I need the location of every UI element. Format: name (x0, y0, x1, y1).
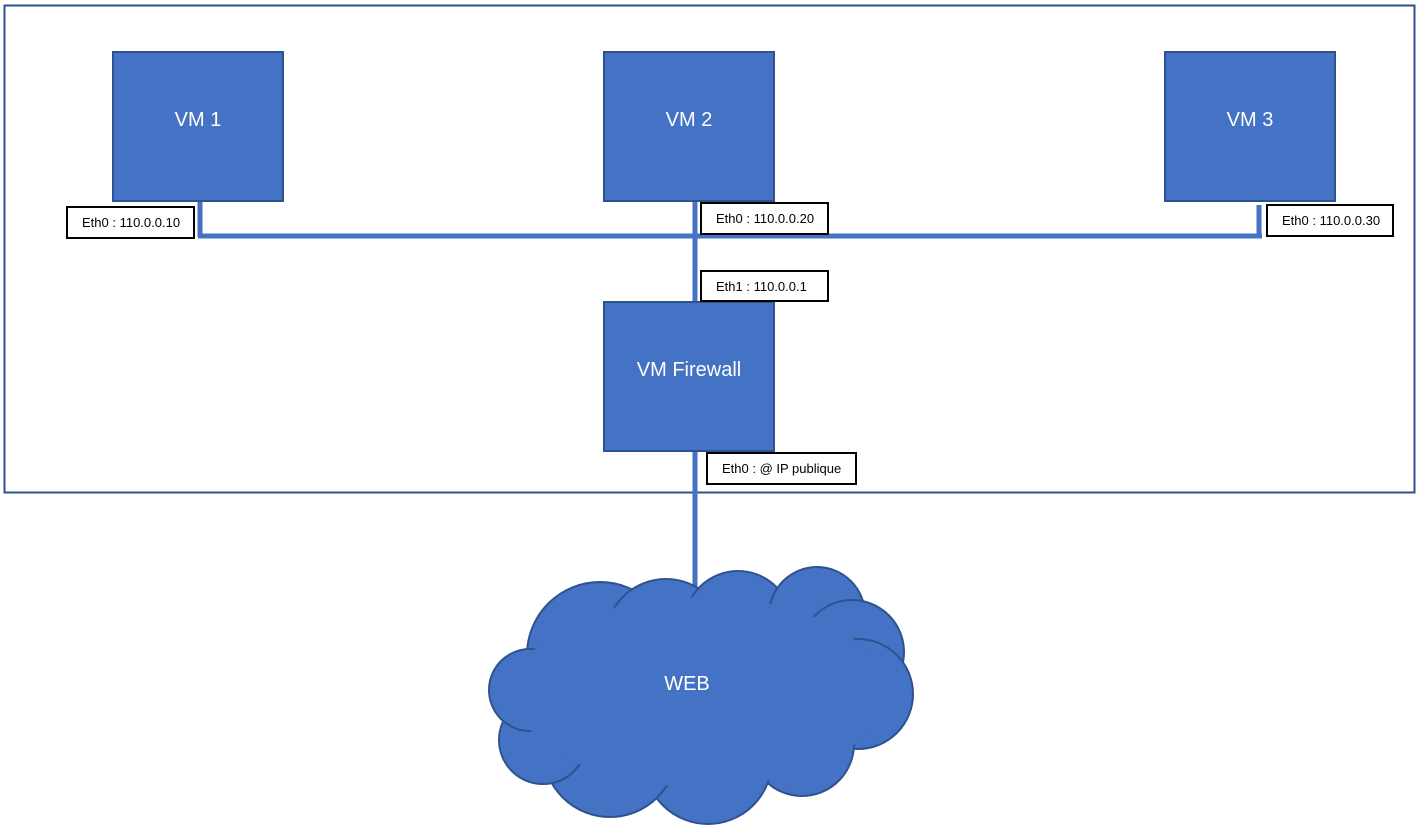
iface-firewall-eth1-label: Eth1 : 110.0.0.1 (716, 279, 807, 294)
iface-firewall-eth1: Eth1 : 110.0.0.1 (700, 270, 829, 302)
links (197, 202, 1262, 588)
iface-vm1-eth0: Eth0 : 110.0.0.10 (66, 206, 195, 239)
node-firewall: VM Firewall (603, 301, 775, 452)
iface-vm2-eth0-label: Eth0 : 110.0.0.20 (716, 211, 814, 226)
vm2-box (603, 51, 775, 202)
vm3-label: VM 3 (1227, 109, 1274, 131)
firewall-label: VM Firewall (637, 359, 741, 381)
iface-firewall-eth0: Eth0 : @ IP publique (706, 452, 857, 485)
web-label: WEB (664, 673, 710, 695)
web-cloud: WEB (488, 566, 914, 825)
iface-vm3-eth0-label: Eth0 : 110.0.0.30 (1282, 213, 1380, 228)
firewall-box (603, 301, 775, 452)
iface-firewall-eth0-label: Eth0 : @ IP publique (722, 461, 841, 476)
node-vm1: VM 1 (112, 51, 284, 202)
vm3-box (1164, 51, 1336, 202)
vm2-label: VM 2 (666, 109, 713, 131)
node-vm2: VM 2 (603, 51, 775, 202)
vm1-label: VM 1 (175, 109, 222, 131)
iface-vm1-eth0-label: Eth0 : 110.0.0.10 (82, 215, 180, 230)
vm1-box (112, 51, 284, 202)
node-vm3: VM 3 (1164, 51, 1336, 202)
iface-vm3-eth0: Eth0 : 110.0.0.30 (1266, 204, 1394, 237)
iface-vm2-eth0: Eth0 : 110.0.0.20 (700, 202, 829, 235)
